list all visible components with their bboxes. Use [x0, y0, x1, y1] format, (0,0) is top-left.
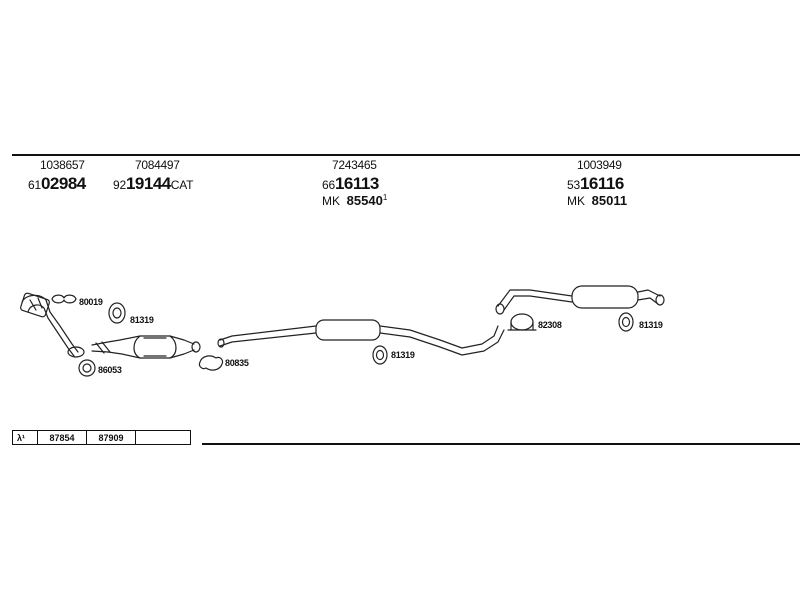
mk-sup-3: 1: [382, 193, 388, 202]
part-code-4: 16116: [579, 174, 624, 193]
part-ref-2: 7084497: [135, 158, 180, 172]
lambda-cell-3: [136, 431, 191, 444]
mk-code-3: 85540: [346, 193, 383, 208]
catalytic-converter-drawing: [91, 335, 201, 359]
part-prefix-2: 92: [113, 178, 126, 192]
label-rubber-ring-b: 81319: [130, 315, 154, 325]
label-rubber-ring-e: 81319: [391, 350, 415, 360]
label-clamp-f: 82308: [538, 320, 562, 330]
label-rubber-ring-g: 81319: [639, 320, 663, 330]
part-code-3: 16113: [334, 174, 379, 193]
part-prefix-3: 66: [322, 178, 335, 192]
clamp-drawing-f: [507, 313, 537, 331]
mk-prefix-4: MK: [567, 194, 585, 208]
part-code-2: 19144: [125, 174, 171, 193]
part-ref-1: 1038657: [40, 158, 85, 172]
mk-code-4: 85011: [591, 193, 628, 208]
part-number-4: 5316116: [567, 174, 624, 194]
part-suffix-2: CAT: [170, 178, 194, 192]
label-gasket-a: 80019: [79, 297, 103, 307]
gasket-drawing-a: [51, 294, 77, 304]
rubber-ring-drawing-b: [108, 302, 126, 324]
front-pipe-drawing: [20, 292, 85, 358]
part-code-1: 02984: [40, 174, 86, 193]
rubber-ring-drawing-g: [618, 312, 634, 332]
gasket-drawing-d: [198, 355, 224, 371]
label-ring-c: 86053: [98, 365, 122, 375]
part-prefix-4: 53: [567, 178, 580, 192]
mk-prefix-3: MK: [322, 194, 340, 208]
part-prefix-1: 61: [28, 178, 41, 192]
rubber-ring-drawing-e: [372, 345, 388, 365]
part-ref-4: 1003949: [577, 158, 622, 172]
part-number-2: 9219144CAT: [113, 174, 193, 194]
bottom-divider: [202, 443, 800, 445]
part-number-3: 6616113: [322, 174, 379, 194]
mk-number-3: MK 855401: [322, 193, 387, 208]
mk-number-4: MK 85011: [567, 193, 627, 208]
lambda-symbol: λ¹: [13, 431, 38, 444]
part-number-1: 6102984: [28, 174, 86, 194]
label-gasket-d: 80835: [225, 358, 249, 368]
top-divider: [12, 154, 800, 156]
ring-drawing-c: [78, 359, 96, 377]
rear-muffler-drawing: [495, 285, 665, 315]
middle-silencer-drawing: [217, 319, 505, 356]
part-ref-3: 7243465: [332, 158, 377, 172]
lambda-cell-2: 87909: [87, 431, 136, 444]
lambda-cell-1: 87854: [38, 431, 87, 444]
lambda-sensor-table: λ¹ 87854 87909: [12, 430, 191, 445]
